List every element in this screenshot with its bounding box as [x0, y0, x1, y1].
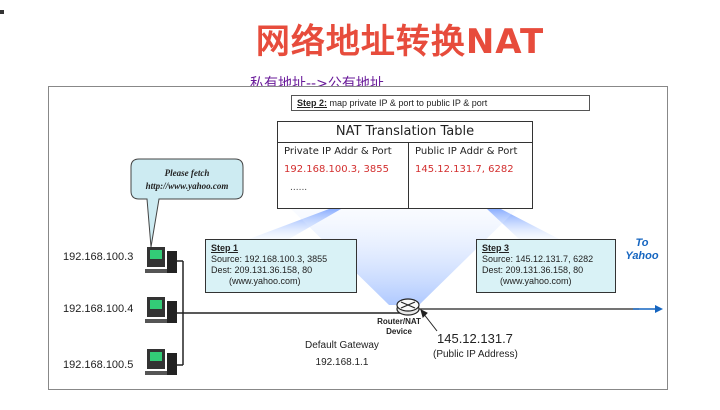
step3-dest: Dest: 209.131.36.158, 80	[482, 265, 584, 275]
step1-host: (www.yahoo.com)	[229, 276, 301, 286]
speech-bubble: Please fetch http://www.yahoo.com	[130, 158, 244, 248]
gateway-label: Default Gateway 192.168.1.1	[305, 337, 379, 371]
private-value: 192.168.100.3, 3855	[284, 164, 389, 175]
gateway-line2: 192.168.1.1	[315, 357, 369, 368]
computer-icon	[145, 349, 177, 375]
private-column: Private IP Addr & Port 192.168.100.3, 38…	[278, 143, 409, 208]
private-ellipsis: ......	[290, 183, 308, 193]
public-value: 145.12.131.7, 6282	[415, 164, 514, 175]
step2-label: Step 2:	[297, 98, 328, 108]
speech-line2: http://www.yahoo.com	[146, 181, 229, 191]
router-icon	[396, 298, 420, 316]
step1-source: Source: 192.168.100.3, 3855	[211, 254, 328, 264]
router-label: Router/NAT Device	[375, 317, 423, 337]
step3-source: Source: 145.12.131.7, 6282	[482, 254, 594, 264]
computer-icon	[145, 297, 177, 323]
diagram-graphics: Please fetch http://www.yahoo.com	[130, 158, 663, 375]
host-ip-1: 192.168.100.3	[63, 251, 134, 263]
host-ip-3: 192.168.100.5	[63, 359, 134, 371]
router-line1: Router/NAT	[377, 317, 421, 326]
step1-heading: Step 1	[211, 243, 239, 253]
computer-icon	[145, 247, 177, 273]
table-title: NAT Translation Table	[278, 122, 532, 143]
public-column: Public IP Addr & Port 145.12.131.7, 6282	[409, 143, 532, 208]
step2-text: map private IP & port to public IP & por…	[329, 98, 488, 108]
step1-dest: Dest: 209.131.36.158, 80	[211, 265, 313, 275]
public-ip: 145.12.131.7	[437, 331, 513, 346]
to-yahoo-line1: To	[635, 237, 649, 249]
beam-router	[289, 207, 519, 305]
nat-translation-table: NAT Translation Table Private IP Addr & …	[277, 121, 533, 209]
public-ip-arrow	[420, 309, 438, 332]
step2-box: Step 2: map private IP & port to public …	[291, 95, 590, 111]
host-ip-2: 192.168.100.4	[63, 303, 134, 315]
public-header: Public IP Addr & Port	[415, 146, 518, 157]
speech-line1: Please fetch	[165, 168, 210, 178]
step1-box: Step 1 Source: 192.168.100.3, 3855 Dest:…	[205, 239, 357, 293]
nat-diagram: Please fetch http://www.yahoo.com	[48, 86, 668, 390]
page-title: 网络地址转换NAT	[255, 22, 545, 62]
to-yahoo-line2: Yahoo	[625, 250, 659, 262]
public-ip-note: (Public IP Address)	[433, 349, 518, 360]
private-header: Private IP Addr & Port	[284, 146, 392, 157]
step3-host: (www.yahoo.com)	[500, 276, 572, 286]
lan-wiring	[175, 260, 639, 366]
arrow-right-icon	[633, 305, 663, 313]
to-yahoo-label: To Yahoo	[619, 237, 665, 263]
gateway-line1: Default Gateway	[305, 340, 379, 351]
slide-marker	[0, 10, 4, 14]
step3-heading: Step 3	[482, 243, 510, 253]
router-line2: Device	[386, 327, 412, 336]
step3-box: Step 3 Source: 145.12.131.7, 6282 Dest: …	[476, 239, 616, 293]
